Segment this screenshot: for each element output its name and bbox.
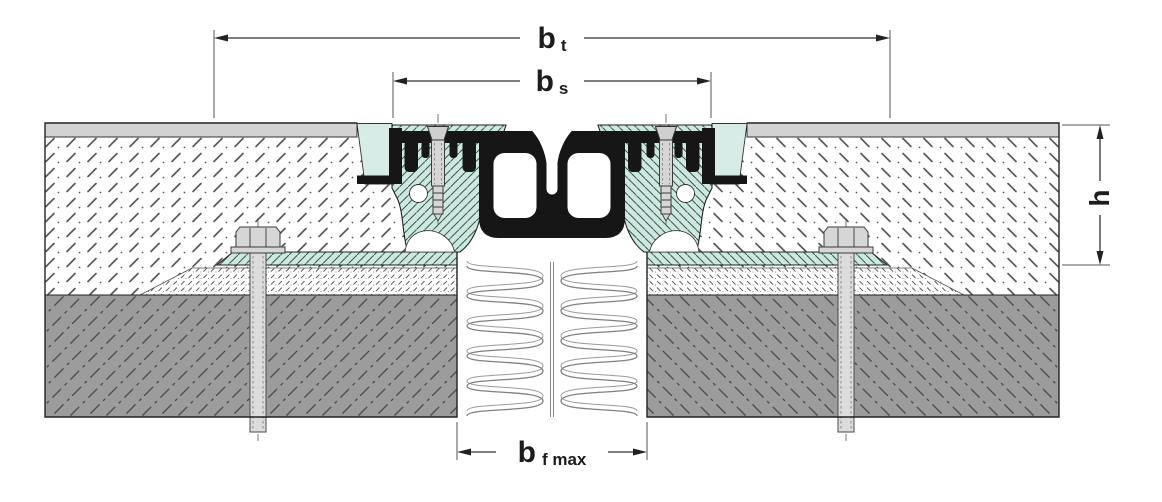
foam-ribbon-front xyxy=(466,265,638,417)
rubber-seal-profile xyxy=(402,125,702,238)
slab-outline xyxy=(44,122,458,418)
floor-covering xyxy=(44,122,358,138)
seal-chamber-left xyxy=(493,153,537,218)
dimension-h: h xyxy=(1062,124,1115,266)
seal-clamp-teeth-left xyxy=(404,140,476,172)
foam-ribbon-back xyxy=(466,260,638,412)
h-arrow-top xyxy=(1096,125,1104,139)
rail-hole xyxy=(409,184,428,203)
bolt-washer xyxy=(230,246,286,254)
screw-shaft xyxy=(431,139,445,187)
seal-center-slot xyxy=(525,125,579,195)
screw-countersunk-head xyxy=(426,126,450,141)
bt-arrow-right xyxy=(876,34,890,42)
seal-chamber-right xyxy=(567,153,611,218)
bs-arrow-right xyxy=(697,77,711,85)
h-label: h xyxy=(1084,189,1115,206)
bs-arrow-left xyxy=(393,77,407,85)
anchor-sleeve-segments xyxy=(433,192,443,208)
anchor-bolt xyxy=(230,218,286,441)
seal-tooth xyxy=(404,140,418,172)
seal-tooth xyxy=(449,140,458,158)
foam-filler xyxy=(466,260,638,417)
left-slab-assembly xyxy=(44,122,507,441)
bolt-shaft xyxy=(249,252,267,433)
bf-arrow-left xyxy=(457,448,471,456)
seal-tooth xyxy=(421,140,430,158)
bolt-head-facets xyxy=(249,228,267,247)
mortar-bed xyxy=(139,267,458,296)
bf-arrow-right xyxy=(633,448,647,456)
seal-tooth xyxy=(462,140,476,172)
foam-center-divider xyxy=(550,262,554,417)
grout-pocket xyxy=(404,230,455,253)
fixing-screw-left xyxy=(426,114,450,225)
bt-arrow-left xyxy=(214,34,228,42)
h-arrow-bottom xyxy=(1096,251,1104,265)
edge-angle xyxy=(357,128,402,184)
screw-tip xyxy=(433,213,443,222)
bolt-hex-head xyxy=(235,226,281,248)
